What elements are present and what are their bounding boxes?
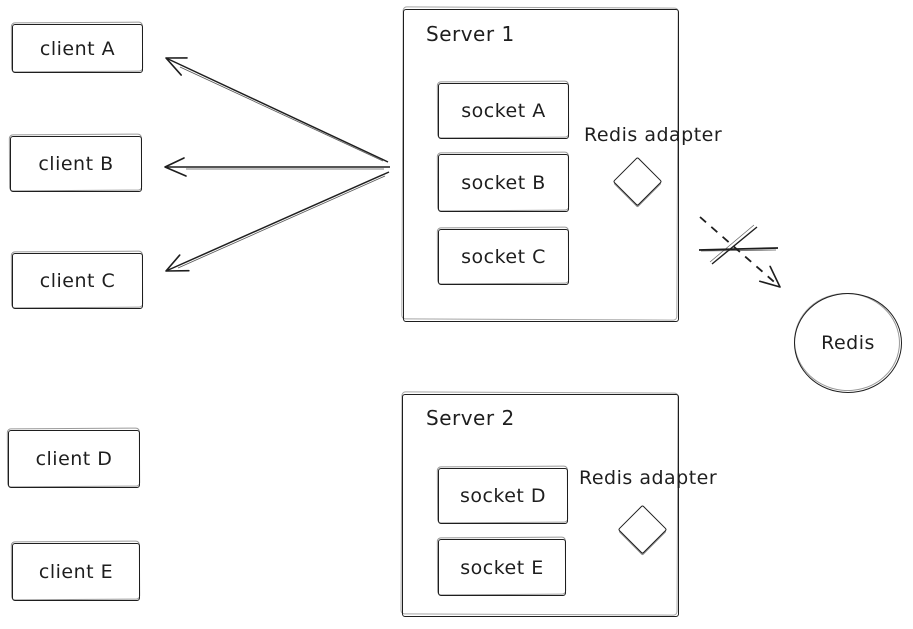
node-server-2: Server 2 socket D socket E Redis adapter bbox=[402, 394, 717, 617]
arrow-server1-to-client-c bbox=[165, 171, 390, 272]
client-e-label: client E bbox=[38, 561, 114, 583]
arrow-server1-to-client-a bbox=[165, 57, 389, 163]
client-a-label: client A bbox=[39, 37, 116, 60]
node-client-b: client B bbox=[10, 136, 142, 192]
client-d-label: client D bbox=[35, 448, 113, 470]
node-client-a: client A bbox=[12, 24, 143, 73]
node-redis: Redis bbox=[794, 293, 902, 393]
socket-e-label: socket E bbox=[460, 556, 544, 579]
socket-c-label: socket C bbox=[461, 246, 546, 268]
socket-b-label: socket B bbox=[461, 172, 546, 194]
node-socket-a: socket A bbox=[438, 83, 569, 139]
node-socket-e: socket E bbox=[438, 539, 566, 596]
node-client-e: client E bbox=[12, 543, 140, 601]
server-2-redis-adapter-label: Redis adapter bbox=[579, 467, 718, 489]
server-1-redis-adapter-diamond-icon bbox=[612, 156, 663, 207]
node-client-d: client D bbox=[8, 430, 140, 488]
crossed-out-x-icon bbox=[698, 224, 779, 265]
redis-label: Redis bbox=[821, 332, 875, 354]
server-2-redis-adapter-diamond-icon bbox=[617, 504, 668, 555]
server-1-title: Server 1 bbox=[426, 22, 515, 46]
client-c-label: client C bbox=[39, 270, 116, 292]
node-socket-b: socket B bbox=[438, 154, 569, 212]
node-socket-c: socket C bbox=[438, 229, 569, 285]
socket-d-label: socket D bbox=[459, 485, 547, 507]
arrow-server1-to-redis-dashed bbox=[699, 216, 781, 288]
server-1-redis-adapter-label: Redis adapter bbox=[584, 124, 723, 146]
node-server-1: Server 1 socket A socket B socket C Redi… bbox=[403, 9, 722, 322]
server-2-title: Server 2 bbox=[426, 406, 515, 430]
arrow-server1-to-client-b bbox=[164, 157, 390, 177]
node-client-c: client C bbox=[12, 253, 143, 309]
client-b-label: client B bbox=[38, 153, 114, 175]
socket-a-label: socket A bbox=[461, 100, 546, 122]
node-socket-d: socket D bbox=[438, 468, 568, 524]
